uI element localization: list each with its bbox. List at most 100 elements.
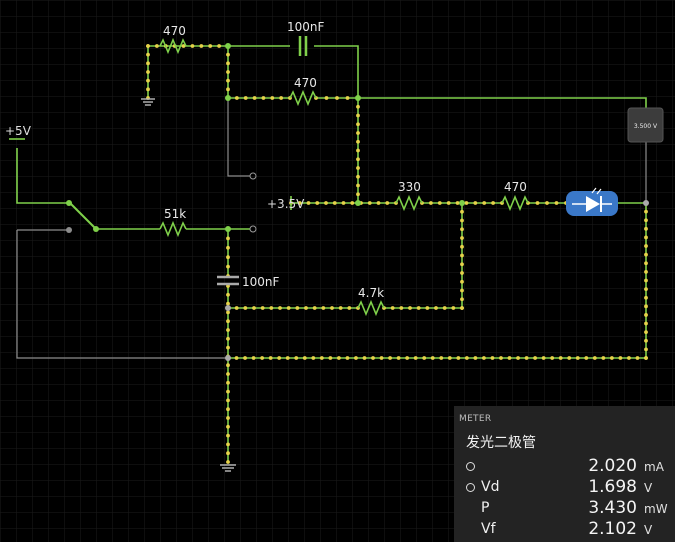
meter-unit: mA xyxy=(644,460,664,474)
current-dot xyxy=(226,407,230,412)
current-dot xyxy=(146,70,150,74)
current-dot xyxy=(146,87,150,92)
label-r-4k7: 4.7k xyxy=(358,286,384,300)
meter-value: 2.102 xyxy=(588,519,637,539)
current-dot xyxy=(644,269,648,274)
current-dot xyxy=(226,78,230,83)
current-dot xyxy=(460,288,464,293)
current-dot xyxy=(473,356,478,360)
current-dot xyxy=(243,356,247,360)
current-dot xyxy=(354,356,358,360)
current-dot xyxy=(226,380,230,385)
current-dot xyxy=(644,226,648,231)
current-dot xyxy=(226,264,230,269)
current-dot xyxy=(446,201,451,205)
current-dot xyxy=(644,321,648,326)
current-dot xyxy=(252,96,257,100)
current-dot xyxy=(385,201,390,205)
meter-toggle-current[interactable] xyxy=(466,462,475,471)
ground-icon xyxy=(141,98,155,106)
current-dot xyxy=(315,201,320,205)
current-dot xyxy=(558,356,563,360)
current-dot xyxy=(226,433,230,438)
current-dot xyxy=(584,356,589,360)
meter-panel: METER 发光二极管 2.020 mA Vd 1.698 V P 3.430 … xyxy=(454,406,675,542)
current-dot xyxy=(154,44,159,48)
current-dot xyxy=(277,356,282,360)
current-dot xyxy=(460,218,464,223)
meter-row-current: 2.020 mA xyxy=(454,456,675,479)
current-dot xyxy=(644,261,648,266)
current-dot xyxy=(268,356,273,360)
current-dot xyxy=(181,44,186,48)
resistor-470-top[interactable] xyxy=(159,37,187,55)
meter-toggle-vd[interactable] xyxy=(466,483,475,492)
current-dot xyxy=(460,306,464,310)
current-dot xyxy=(356,131,360,135)
current-dot xyxy=(350,201,355,205)
current-dots xyxy=(146,44,648,464)
current-dot xyxy=(592,356,597,360)
meter-title: 发光二极管 xyxy=(466,435,536,451)
current-dot xyxy=(390,306,395,310)
current-dot xyxy=(644,313,648,317)
resistor-51k[interactable] xyxy=(159,220,187,238)
capacitor-top[interactable] xyxy=(298,36,308,56)
current-dot xyxy=(618,356,623,360)
current-dot xyxy=(297,201,302,205)
current-dot xyxy=(226,345,230,350)
current-dot xyxy=(226,319,230,324)
current-dot xyxy=(644,252,648,257)
current-dot xyxy=(644,218,648,223)
current-dot xyxy=(217,44,222,48)
meter-label: Vd xyxy=(481,479,500,495)
current-dot xyxy=(324,96,329,100)
current-dot xyxy=(226,301,230,306)
supply-5v[interactable]: +5V xyxy=(5,124,32,140)
switch[interactable] xyxy=(66,200,99,233)
terminals xyxy=(249,172,257,233)
current-dot xyxy=(226,442,230,447)
current-dot xyxy=(413,356,418,360)
current-dot xyxy=(260,356,265,360)
current-dot xyxy=(234,306,239,310)
meter-value: 1.698 xyxy=(588,477,637,497)
current-dot xyxy=(482,356,486,360)
led[interactable] xyxy=(566,187,618,216)
current-dot xyxy=(464,356,469,360)
current-dot xyxy=(302,356,307,360)
resistor-470-mid[interactable] xyxy=(289,89,317,107)
current-dot xyxy=(226,460,230,464)
current-dot xyxy=(356,174,360,179)
current-dot xyxy=(356,148,360,153)
resistor-470-led[interactable] xyxy=(501,194,529,212)
capacitor-bottom[interactable] xyxy=(217,275,239,286)
current-dot xyxy=(356,122,360,127)
resistor-330[interactable] xyxy=(395,194,423,212)
label-c-bottom: 100nF xyxy=(242,275,280,289)
current-dot xyxy=(146,52,150,57)
current-dot xyxy=(428,201,433,205)
supply-5v-label: +5V xyxy=(5,124,32,138)
current-dot xyxy=(644,347,648,352)
current-dot xyxy=(644,244,648,248)
current-dot xyxy=(388,356,392,360)
current-dot xyxy=(460,297,464,302)
current-dot xyxy=(226,310,230,315)
supply-3v5[interactable]: +3.5V xyxy=(267,196,305,211)
current-dot xyxy=(345,96,350,100)
current-dot xyxy=(226,292,230,297)
voltmeter[interactable]: 3.500 V xyxy=(627,107,664,143)
resistor-4k7[interactable] xyxy=(357,299,385,317)
current-dot xyxy=(208,44,213,48)
current-dot xyxy=(226,389,230,394)
label-c-top: 100nF xyxy=(287,20,325,34)
current-dot xyxy=(627,356,631,360)
inactive-wires xyxy=(16,98,647,359)
current-dot xyxy=(635,356,640,360)
current-dot xyxy=(456,356,461,360)
current-dot xyxy=(243,96,248,100)
current-dot xyxy=(328,356,333,360)
current-dot xyxy=(345,356,350,360)
